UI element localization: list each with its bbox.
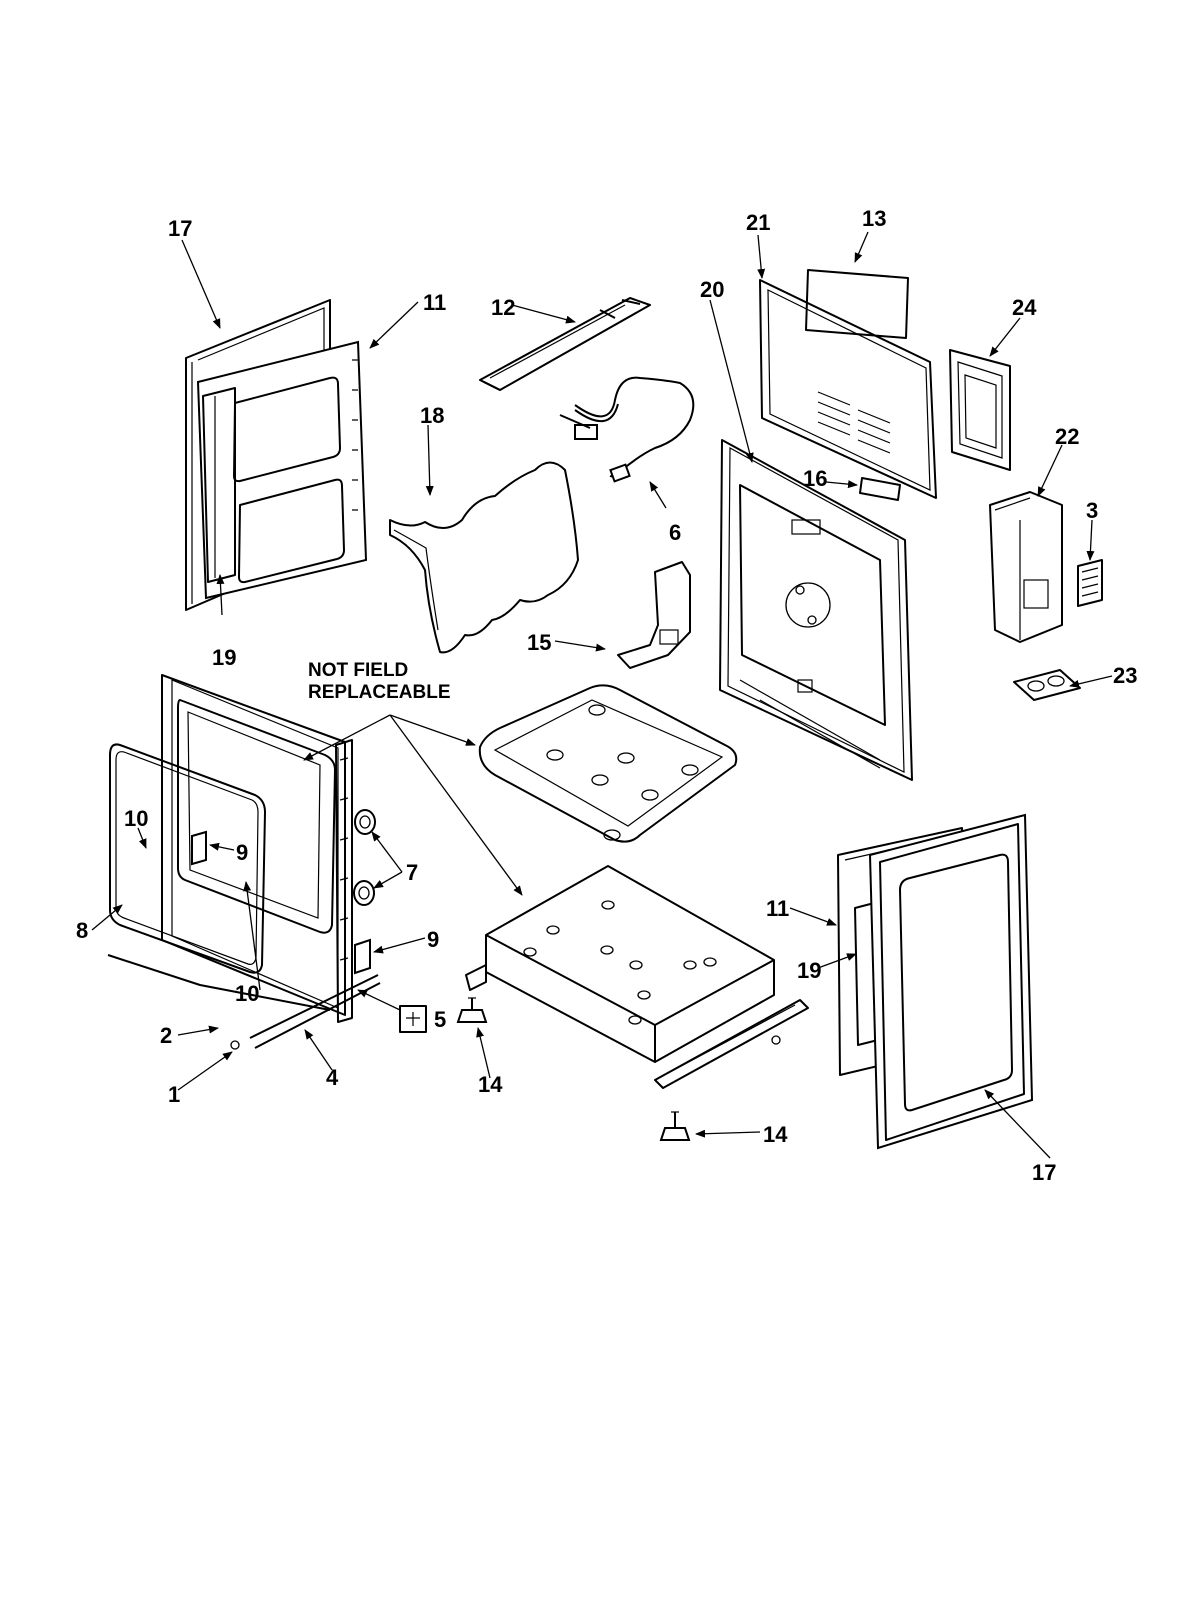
callout-15: 15	[527, 630, 551, 655]
callout-10-left: 10	[124, 806, 148, 831]
callout-20: 20	[700, 277, 724, 302]
left-side-panel-assembly	[185, 299, 368, 611]
oven-front-frame	[107, 674, 381, 1050]
leveling-legs	[456, 997, 691, 1141]
oven-back-panel	[719, 439, 913, 781]
heating-element-bracket	[479, 297, 651, 391]
callout-21: 21	[746, 210, 770, 235]
callout-8: 8	[76, 918, 88, 943]
not-field-replaceable-note-line2: REPLACEABLE	[308, 682, 451, 703]
access-cover	[949, 349, 1011, 471]
callout-17-right: 17	[1032, 1160, 1056, 1185]
anti-tip-bracket	[617, 561, 691, 669]
terminal-gasket	[1013, 669, 1081, 701]
callout-11-top: 11	[423, 290, 446, 315]
rear-panel-assembly	[759, 269, 937, 501]
callout-17-top: 17	[168, 216, 192, 241]
callout-1: 1	[168, 1082, 180, 1107]
not-field-replaceable-note-line1: NOT FIELD	[308, 660, 408, 681]
callout-4: 4	[326, 1065, 339, 1090]
callout-23: 23	[1113, 663, 1137, 688]
callout-18: 18	[420, 403, 444, 428]
callout-6: 6	[669, 520, 681, 545]
callout-3: 3	[1086, 498, 1098, 523]
callout-22: 22	[1055, 424, 1079, 449]
callout-7: 7	[406, 860, 418, 885]
range-base-frame	[465, 865, 809, 1089]
oven-insulation	[389, 461, 579, 654]
vent-grille	[1077, 559, 1103, 607]
callout-19-top: 19	[212, 645, 236, 670]
callout-12: 12	[491, 295, 515, 320]
callout-11-right: 11	[766, 896, 789, 921]
power-cord	[559, 376, 695, 483]
callout-14-left: 14	[478, 1072, 503, 1097]
callout-13: 13	[862, 206, 886, 231]
callout-2: 2	[160, 1023, 172, 1048]
oven-bottom-pan	[478, 684, 738, 843]
callout-24: 24	[1012, 295, 1037, 320]
callout-10-bottom: 10	[235, 981, 259, 1006]
terminal-box	[989, 491, 1063, 643]
leader-lines	[91, 231, 1113, 1159]
callout-19-right: 19	[797, 958, 821, 983]
callout-9-left: 9	[236, 840, 248, 865]
leveling-leg-box	[399, 1005, 427, 1033]
right-side-panel-assembly	[837, 813, 1034, 1150]
callout-labels: 17 11 19 12 18 6 15 21 13 20 24 16 22 3 …	[76, 206, 1137, 1185]
hinge-grommets	[353, 809, 376, 906]
callout-16: 16	[803, 466, 827, 491]
callout-14-right: 14	[763, 1122, 788, 1147]
callout-9-right: 9	[427, 927, 439, 952]
callout-5: 5	[434, 1007, 446, 1032]
